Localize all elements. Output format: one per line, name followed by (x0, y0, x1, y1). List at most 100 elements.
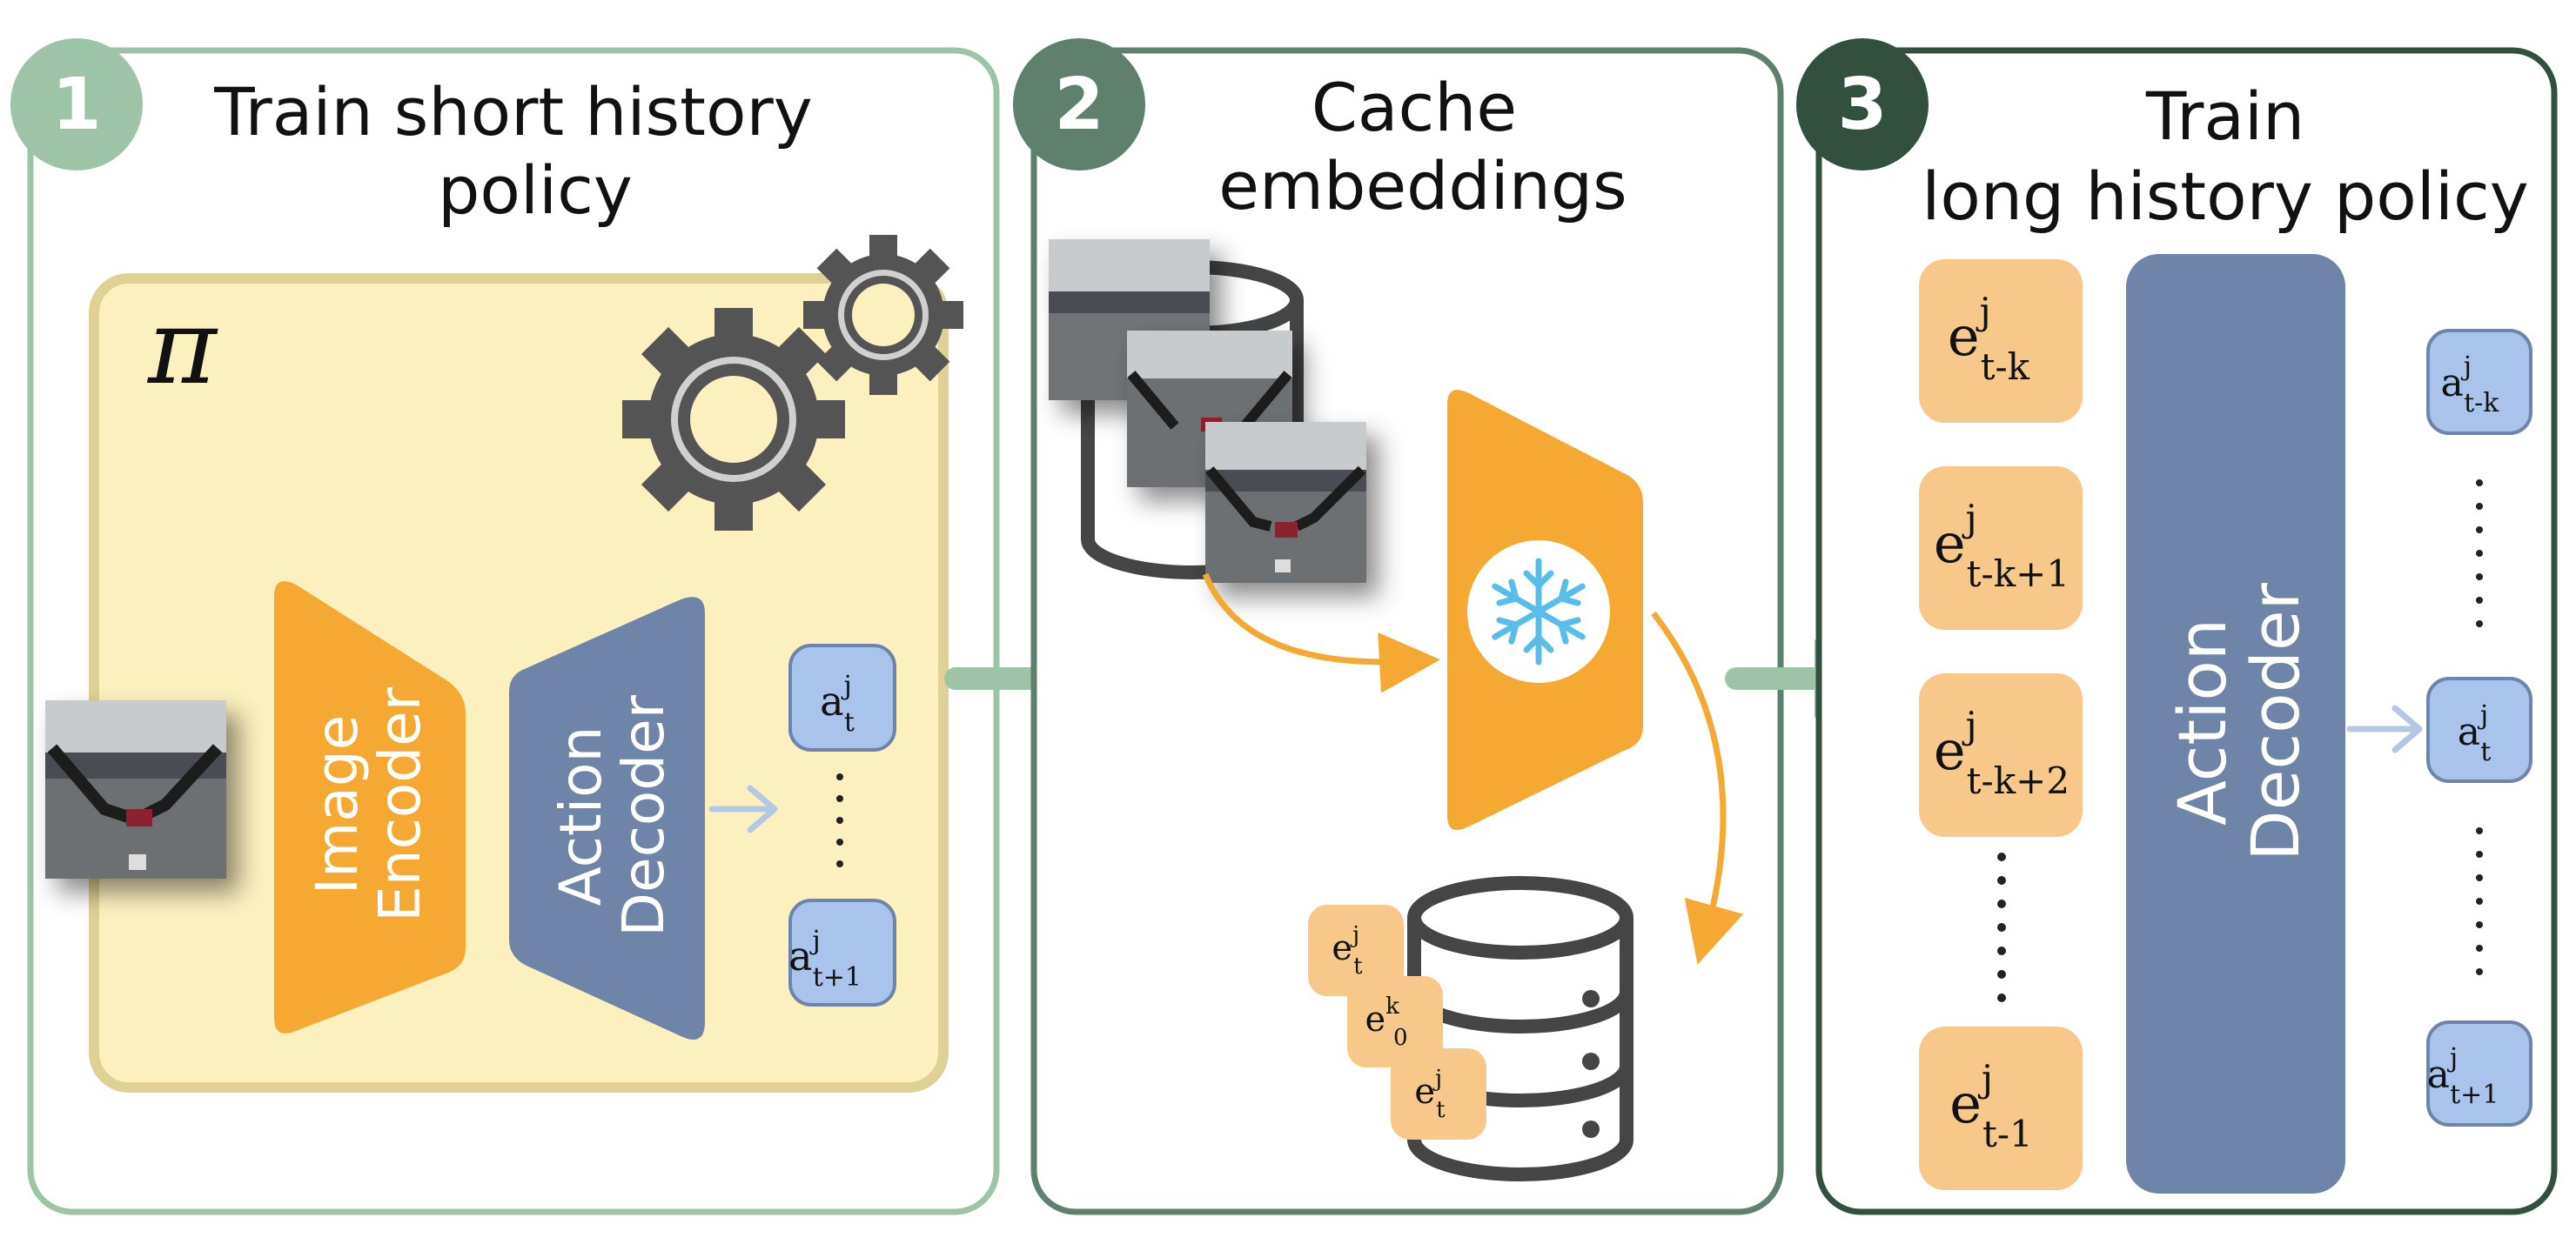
embedding-base: e (1332, 928, 1352, 968)
embedding-base: e (1365, 1000, 1386, 1040)
action-sup: j (2478, 700, 2488, 731)
embedding-sup: j (1962, 497, 1977, 539)
action-base: a (2441, 361, 2464, 405)
panel-1-ellipsis (836, 773, 843, 867)
embedding-sub: t-k+2 (1967, 759, 2070, 802)
image-encoder-label-line-1: Image (304, 715, 371, 895)
action-base: a (820, 678, 843, 725)
action-sup: j (809, 926, 820, 956)
panel-1-action-t-plus-1: aj t+1 (788, 899, 896, 1007)
action-base: a (2458, 710, 2480, 754)
embedding-sub: t-1 (1982, 1113, 2033, 1155)
svg-text:ejt-k+1: ej t-k+1 (1934, 497, 2070, 595)
image-encoder-block (274, 581, 466, 1034)
svg-text:ejt-k: ej t-k (1948, 290, 2030, 388)
encoder-to-database-arrow (1651, 611, 1744, 965)
action-decoder-block (509, 597, 705, 1040)
panel-3-upper-action-ellipsis (2476, 479, 2483, 627)
embedding-sup: j (1350, 922, 1359, 948)
panel-3-embedding-t-minus-k-plus-2: ej t-k+2 (1919, 673, 2083, 837)
embedding-base: e (1948, 304, 1980, 368)
embedding-base: e (1934, 719, 1966, 782)
embedding-sup: j (1962, 704, 1977, 746)
action-decoder-label-line-1: Action (547, 726, 614, 906)
panel-3-embedding-t-minus-1: ej t-1 (1919, 1027, 2083, 1190)
svg-text:ajt+1: aj t+1 (788, 926, 862, 993)
panel-3-action-t-minus-k: aj t-k (2426, 329, 2532, 435)
panel-3-action-t-plus-1: aj t+1 (2426, 1020, 2532, 1127)
embedding-sup: j (1432, 1066, 1442, 1092)
long-action-decoder-label-line-1: Action (2163, 619, 2241, 826)
panel-1-title-line-2: policy (438, 151, 633, 229)
panel-3-embedding-t-minus-k-plus-1: ej t-k+1 (1919, 466, 2083, 630)
snowflake-icon (1492, 558, 1586, 666)
action-sup: j (2447, 1043, 2458, 1074)
panel-2: 2 Cache embeddings (1013, 38, 1784, 1215)
gear-large-icon (622, 308, 845, 531)
embedding-sup: k (1385, 993, 1399, 1020)
action-sub: t+1 (813, 962, 862, 993)
panel-1-number: 1 (51, 64, 101, 146)
svg-text:ejt: ejt (1332, 922, 1363, 980)
panel-2-title-line-1: Cache (1311, 69, 1517, 146)
action-sub: t+1 (2450, 1080, 2499, 1110)
image-encoder-label-line-2: Encoder (366, 686, 433, 922)
panel-3-title-line-1: Train (2145, 77, 2304, 155)
long-action-decoder-block (2126, 254, 2345, 1194)
action-sup: j (2461, 351, 2472, 382)
action-base: a (788, 933, 812, 980)
panel-3-embedding-ellipsis (1997, 853, 2006, 1002)
robot-camera-image (45, 700, 226, 879)
svg-text:ejt-1: ej t-1 (1949, 1057, 2033, 1155)
action-sub: t (2480, 737, 2491, 767)
gear-small-icon (803, 235, 963, 395)
long-action-decoder-label-line-2: Decoder (2237, 582, 2314, 861)
cached-embedding-2: ek 0 (1347, 976, 1443, 1067)
database-indicator-dots (1582, 990, 1600, 1138)
svg-text:ajt: ajt (2458, 700, 2492, 767)
panel-3-lower-action-ellipsis (2476, 827, 2483, 975)
panel-3-badge (1796, 38, 1929, 171)
svg-text:ajt-k: aj t-k (2441, 351, 2500, 418)
panel-2-badge (1013, 38, 1145, 171)
embedding-base: e (1934, 512, 1966, 575)
panel-2-title-line-2: embeddings (1218, 147, 1627, 224)
action-base: a (2427, 1053, 2450, 1097)
panel-1-title-line-1: Train short history (213, 73, 812, 151)
long-decoder-to-action-arrow (2346, 705, 2423, 753)
decoder-to-actions-arrow (708, 785, 778, 833)
svg-text:ek0: ek 0 (1365, 993, 1408, 1051)
embedding-sub: 0 (1393, 1025, 1408, 1051)
panel-1: 1 Train short history policy π (10, 38, 1000, 1215)
embedding-base: e (1949, 1072, 1982, 1135)
action-sub: t-k (2464, 388, 2499, 418)
svg-text:ajt: ajt (820, 671, 855, 738)
embedding-sup: j (1976, 290, 1991, 332)
embedding-base: e (1414, 1072, 1435, 1112)
panel-3-title-line-2: long history policy (1922, 157, 2528, 235)
embedding-sup: j (1977, 1057, 1993, 1100)
policy-symbol: π (146, 287, 218, 408)
image-stack (1049, 239, 1366, 583)
panel-3-number: 3 (1837, 64, 1887, 146)
action-decoder-label-line-2: Decoder (610, 694, 677, 937)
embedding-sub: t (1436, 1097, 1446, 1123)
panel-2-number: 2 (1054, 64, 1104, 146)
svg-text:ejt: ejt (1414, 1066, 1446, 1123)
svg-text:ajt+1: aj t+1 (2427, 1043, 2499, 1110)
panel-1-badge (10, 38, 143, 171)
images-to-encoder-arrow (1202, 572, 1440, 693)
action-sub: t (844, 707, 855, 738)
action-sup: j (842, 671, 852, 701)
panel-3-embedding-t-minus-k: ej t-k (1919, 259, 2083, 423)
embedding-sub: t-k+1 (1967, 552, 2070, 595)
embedding-sub: t (1353, 953, 1363, 980)
embedding-sub: t-k (1981, 345, 2030, 388)
svg-text:ejt-k+2: ej t-k+2 (1934, 704, 2070, 802)
